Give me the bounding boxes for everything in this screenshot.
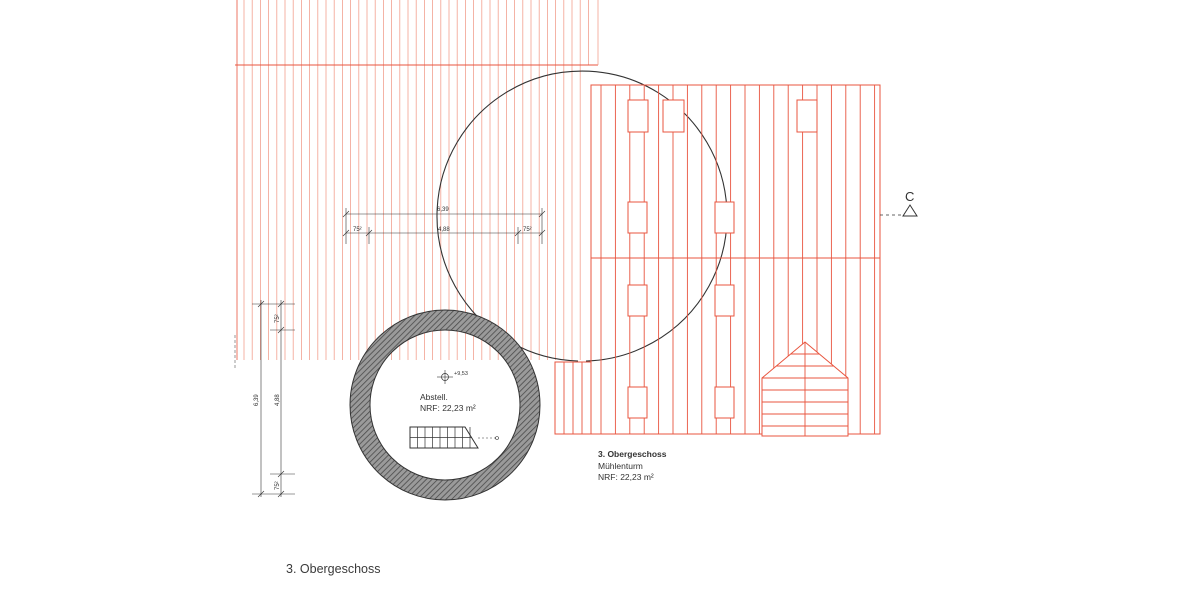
section-arrow-icon: [902, 204, 918, 217]
section-label: C: [905, 189, 914, 204]
dormer-window: [627, 99, 649, 133]
roof-hatch-lines: [243, 0, 589, 360]
tower-interior: +9,53 Abstell. NRF: 22,23 m²: [409, 370, 499, 449]
roof-block-outline: [590, 84, 881, 435]
drawing-caption: 3. Obergeschoss: [286, 562, 381, 576]
level-label: +9,53: [454, 371, 468, 377]
dimension-chain-vertical: [252, 300, 295, 498]
room-name: Abstell.: [420, 392, 448, 402]
dim-wall-bottom: 75²: [275, 481, 281, 490]
dim-overall-height: 6,39: [254, 394, 260, 406]
roof-window: [627, 201, 648, 234]
roof-window: [714, 386, 735, 419]
room-area: NRF: 22,23 m²: [420, 403, 476, 413]
dim-wall-right: 75²: [523, 227, 532, 233]
section-marker-c: C: [880, 189, 918, 217]
roof-gable-house-symbol: [761, 341, 849, 437]
dormer-window: [796, 99, 818, 133]
dim-wall-top: 75²: [275, 314, 281, 323]
info-block: 3. Obergeschoss Mühlenturm NRF: 22,23 m²: [598, 449, 667, 482]
tower-outer-circle: [436, 70, 728, 362]
roof-plane-upper-left: [234, 0, 599, 370]
roof-window: [627, 284, 648, 317]
roof-block-right: [554, 84, 881, 437]
roof-window: [714, 201, 735, 234]
level-mark-icon: [437, 370, 453, 384]
roof-window: [714, 284, 735, 317]
dim-inner-height: 4,88: [275, 394, 281, 406]
roof-lower-left-annex: [554, 361, 592, 435]
dim-inner-width: 4,88: [438, 227, 450, 233]
info-area: NRF: 22,23 m²: [598, 472, 654, 482]
tower-wall-ring: [349, 309, 541, 501]
stair-symbol: [409, 426, 499, 449]
tower-outline: [436, 70, 728, 362]
dormer-window: [662, 99, 685, 133]
info-title: 3. Obergeschoss: [598, 449, 667, 459]
dimension-chain-horizontal: [342, 208, 546, 244]
roof-window: [627, 386, 648, 419]
dim-wall-left: 75²: [353, 227, 362, 233]
info-subtitle: Mühlenturm: [598, 461, 643, 471]
dim-overall-width: 6,39: [437, 207, 449, 213]
tower-wall-hatch: [349, 309, 541, 501]
